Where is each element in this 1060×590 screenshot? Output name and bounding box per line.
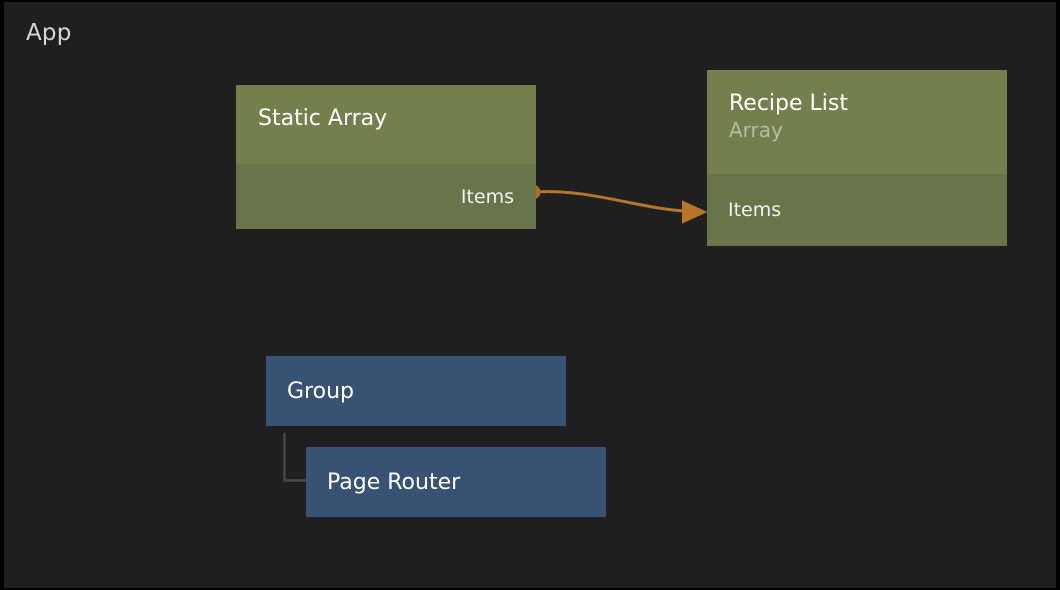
node-header[interactable]: Recipe List Array [707,70,1007,174]
node-body[interactable]: Items [236,164,536,229]
node-title: Group [287,378,354,404]
edge-static-array-to-recipe-list[interactable] [525,184,708,224]
node-recipe-list[interactable]: Recipe List Array Items [707,70,1007,246]
node-title: Static Array [258,106,388,131]
node-header[interactable]: Static Array [236,85,536,164]
graph-canvas[interactable]: App Static Array Items R [4,2,1056,588]
page-title: App [26,20,72,46]
node-title: Recipe List [729,91,848,116]
input-port-row[interactable]: Items [707,174,1007,246]
output-port-row[interactable]: Items [236,164,536,229]
input-port-label: Items [728,199,782,221]
node-group[interactable]: Group [266,356,566,426]
node-title: Page Router [327,469,461,495]
node-subtitle: Array [729,117,783,142]
node-body[interactable]: Items [707,174,1007,246]
node-static-array[interactable]: Static Array Items [236,85,536,229]
output-port-label: Items [460,185,514,208]
node-page-router[interactable]: Page Router [306,447,606,517]
edge-group-to-page-router[interactable] [283,432,307,482]
